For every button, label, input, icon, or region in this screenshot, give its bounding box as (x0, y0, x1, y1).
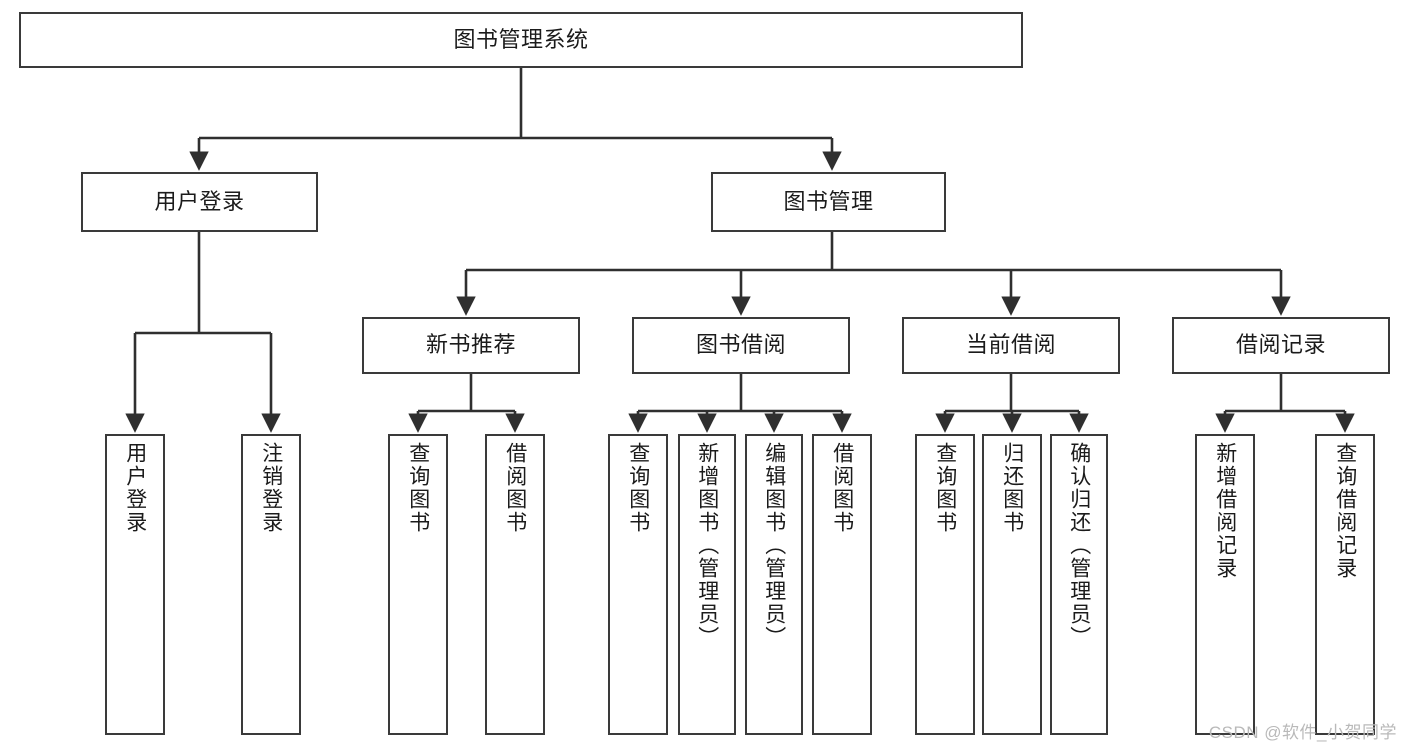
node-book-borrow[interactable]: 图书借阅 (632, 317, 850, 374)
node-label: 新增借阅记录 (1213, 442, 1237, 580)
node-label: 借阅图书 (830, 442, 854, 534)
node-root[interactable]: 图书管理系统 (19, 12, 1023, 68)
node-label: 图书借阅 (695, 332, 786, 358)
node-label: 用户登录 (123, 442, 147, 534)
leaf-confirm-return-admin[interactable]: 确认归还（管理员） (1050, 434, 1108, 735)
node-label: 查询图书 (626, 442, 650, 534)
node-user-login[interactable]: 用户登录 (81, 172, 318, 232)
leaf-query-borrow-record[interactable]: 查询借阅记录 (1315, 434, 1375, 735)
node-label: 图书管理系统 (453, 26, 589, 52)
leaf-query-book-recommend[interactable]: 查询图书 (388, 434, 448, 735)
node-label: 当前借阅 (965, 332, 1056, 358)
node-label: 图书管理 (783, 188, 874, 214)
leaf-logout[interactable]: 注销登录 (241, 434, 301, 735)
leaf-query-book-current[interactable]: 查询图书 (915, 434, 975, 735)
leaf-borrow-book[interactable]: 借阅图书 (812, 434, 872, 735)
node-borrow-record[interactable]: 借阅记录 (1172, 317, 1390, 374)
leaf-return-book[interactable]: 归还图书 (982, 434, 1042, 735)
node-label: 查询借阅记录 (1333, 442, 1357, 580)
leaf-edit-book-admin[interactable]: 编辑图书（管理员） (745, 434, 803, 735)
node-new-book-recommend[interactable]: 新书推荐 (362, 317, 580, 374)
csdn-watermark: CSDN @软件_小贺同学 (1208, 723, 1397, 742)
leaf-add-borrow-record[interactable]: 新增借阅记录 (1195, 434, 1255, 735)
node-label: 借阅记录 (1235, 332, 1326, 358)
node-label: 注销登录 (259, 442, 283, 534)
node-label: 新增图书（管理员） (695, 442, 719, 649)
leaf-borrow-book-recommend[interactable]: 借阅图书 (485, 434, 545, 735)
node-label: 新书推荐 (425, 332, 516, 358)
leaf-query-book-borrow[interactable]: 查询图书 (608, 434, 668, 735)
node-label: 归还图书 (1000, 442, 1024, 534)
node-book-management[interactable]: 图书管理 (711, 172, 946, 232)
node-label: 查询图书 (933, 442, 957, 534)
node-label: 编辑图书（管理员） (762, 442, 786, 649)
node-label: 用户登录 (154, 188, 245, 214)
node-label: 确认归还（管理员） (1067, 442, 1091, 649)
leaf-user-login[interactable]: 用户登录 (105, 434, 165, 735)
node-current-borrow[interactable]: 当前借阅 (902, 317, 1120, 374)
node-label: 借阅图书 (503, 442, 527, 534)
node-label: 查询图书 (406, 442, 430, 534)
leaf-add-book-admin[interactable]: 新增图书（管理员） (678, 434, 736, 735)
